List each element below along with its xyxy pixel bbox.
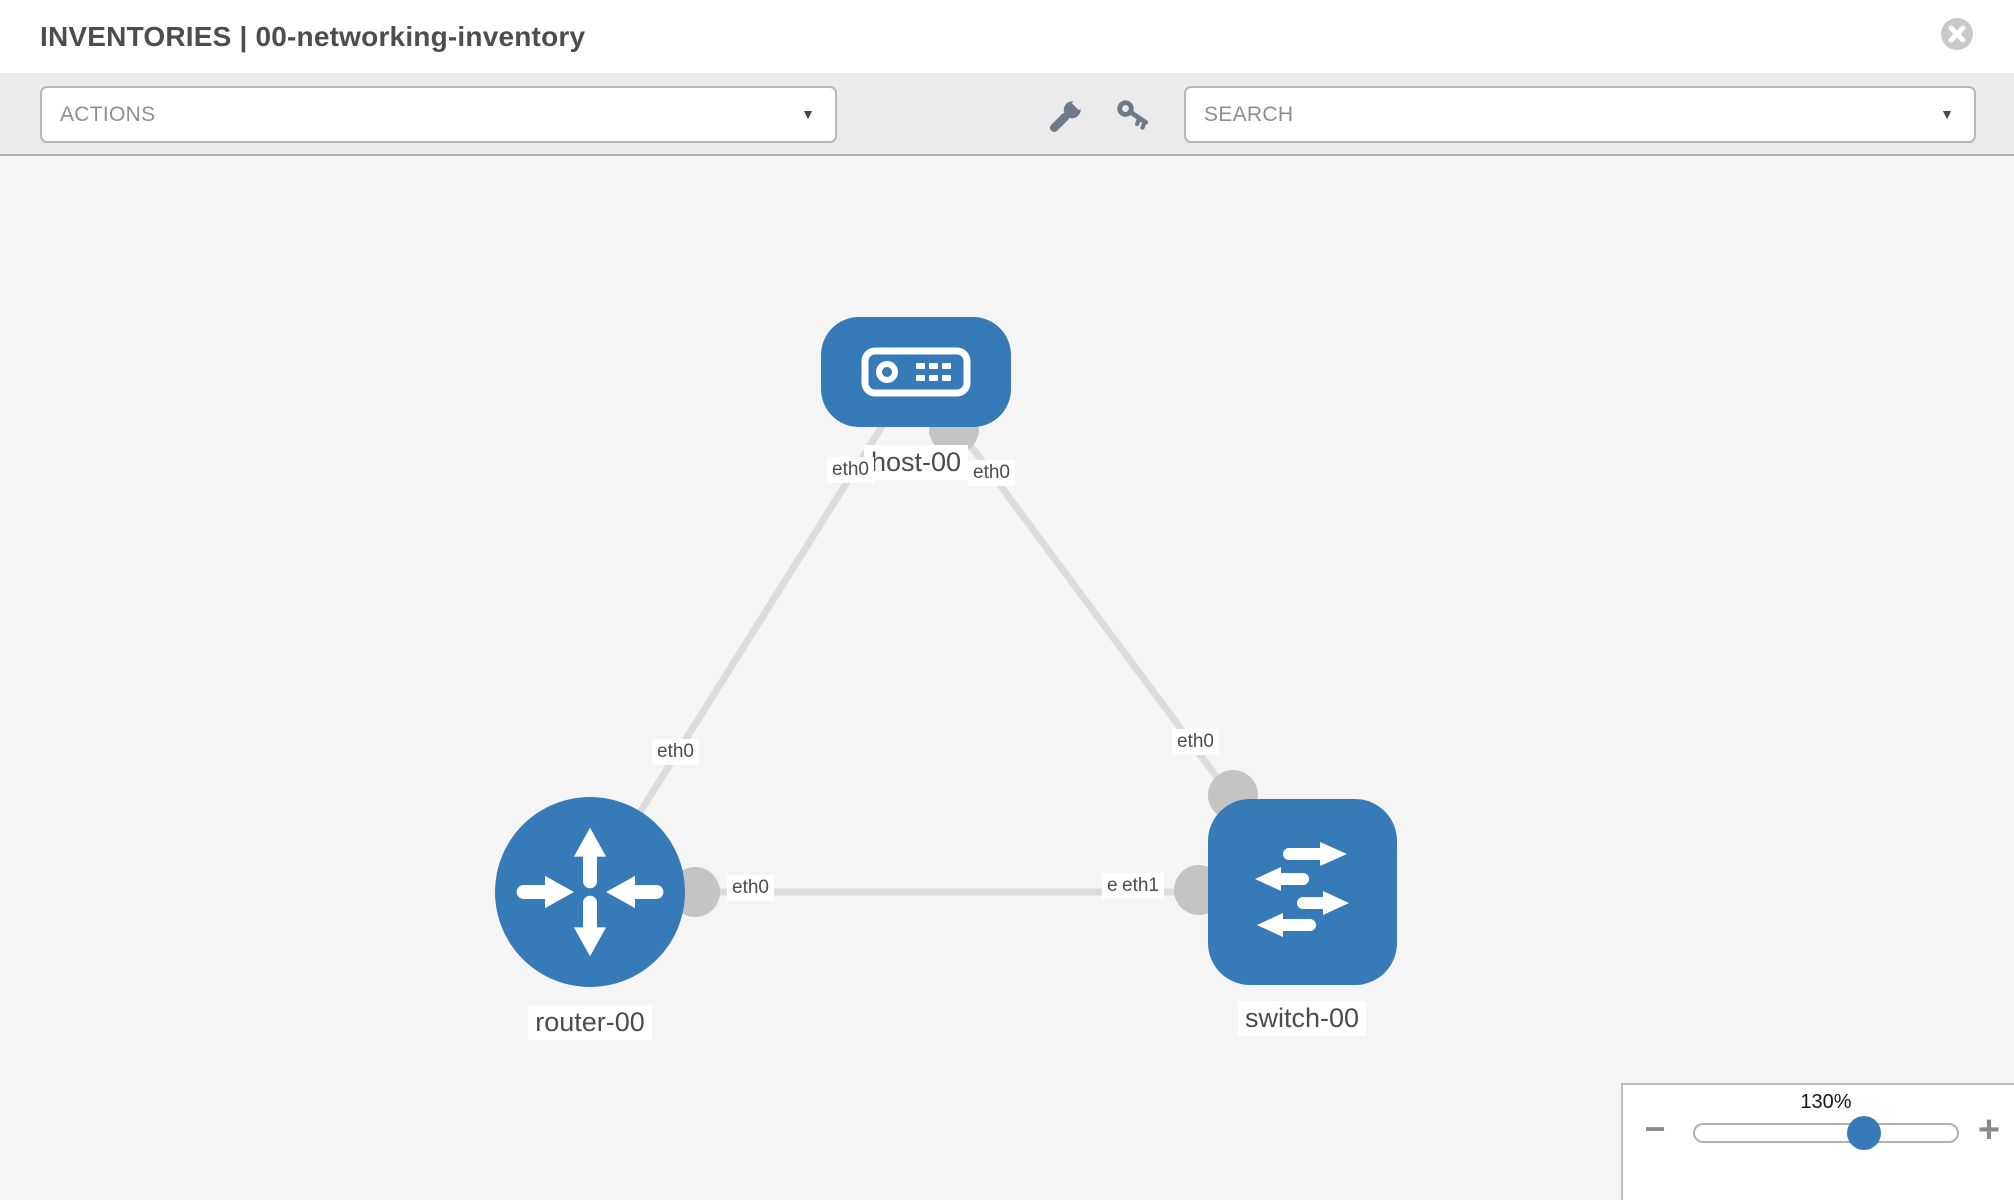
- node-label-router-00: router-00: [528, 1005, 652, 1040]
- zoom-slider-thumb[interactable]: [1847, 1116, 1881, 1150]
- chevron-down-icon: ▼: [1940, 106, 1954, 122]
- interface-label-router-eth0-top: eth0: [652, 739, 699, 765]
- node-router-00[interactable]: [495, 797, 685, 987]
- node-switch-00[interactable]: [1208, 799, 1397, 985]
- host-icon: [861, 347, 971, 397]
- configure-button[interactable]: [1044, 94, 1088, 138]
- search-dropdown-label: SEARCH: [1204, 103, 1294, 126]
- header: INVENTORIES | 00-networking-inventory: [0, 0, 2014, 73]
- zoom-panel: 130% − +: [1621, 1083, 2014, 1200]
- zoom-level: 130%: [1800, 1091, 1852, 1113]
- interface-label-host-eth0-left: eth0: [827, 457, 874, 483]
- actions-dropdown[interactable]: ACTIONS ▼: [40, 86, 837, 143]
- close-button[interactable]: [1940, 17, 1974, 51]
- router-icon: [516, 827, 664, 957]
- key-icon: [1117, 100, 1149, 130]
- node-label-switch-00: switch-00: [1237, 1001, 1367, 1036]
- page-title: INVENTORIES | 00-networking-inventory: [40, 21, 586, 52]
- toolbar: ACTIONS ▼ SEARCH ▼: [0, 73, 2014, 156]
- zoom-slider[interactable]: [1693, 1116, 1959, 1150]
- wrench-icon: [1049, 95, 1087, 133]
- zoom-in-icon: +: [1977, 1109, 2001, 1151]
- zoom-in-button[interactable]: +: [1971, 1107, 2007, 1151]
- chevron-down-icon: ▼: [801, 106, 815, 122]
- interface-label-switch-eth1-left: eth1: [1117, 873, 1164, 899]
- interface-label-switch-eth0-top: eth0: [1172, 729, 1219, 755]
- zoom-out-icon: −: [1644, 1108, 1666, 1149]
- node-label-host-00: host-00: [863, 445, 969, 480]
- zoom-out-button[interactable]: −: [1637, 1107, 1673, 1151]
- search-dropdown[interactable]: SEARCH ▼: [1184, 86, 1976, 143]
- credentials-button[interactable]: [1112, 94, 1156, 138]
- interface-label-router-eth0-right: eth0: [727, 875, 774, 901]
- interface-label-host-eth0-right: eth0: [968, 460, 1015, 486]
- node-host-00[interactable]: [821, 317, 1011, 427]
- switch-icon: [1254, 842, 1349, 937]
- topology-canvas[interactable]: host-00 router-00 switch-00 eth0 eth0 et…: [0, 156, 2014, 1200]
- close-icon: [1941, 18, 1973, 50]
- actions-dropdown-label: ACTIONS: [60, 103, 156, 126]
